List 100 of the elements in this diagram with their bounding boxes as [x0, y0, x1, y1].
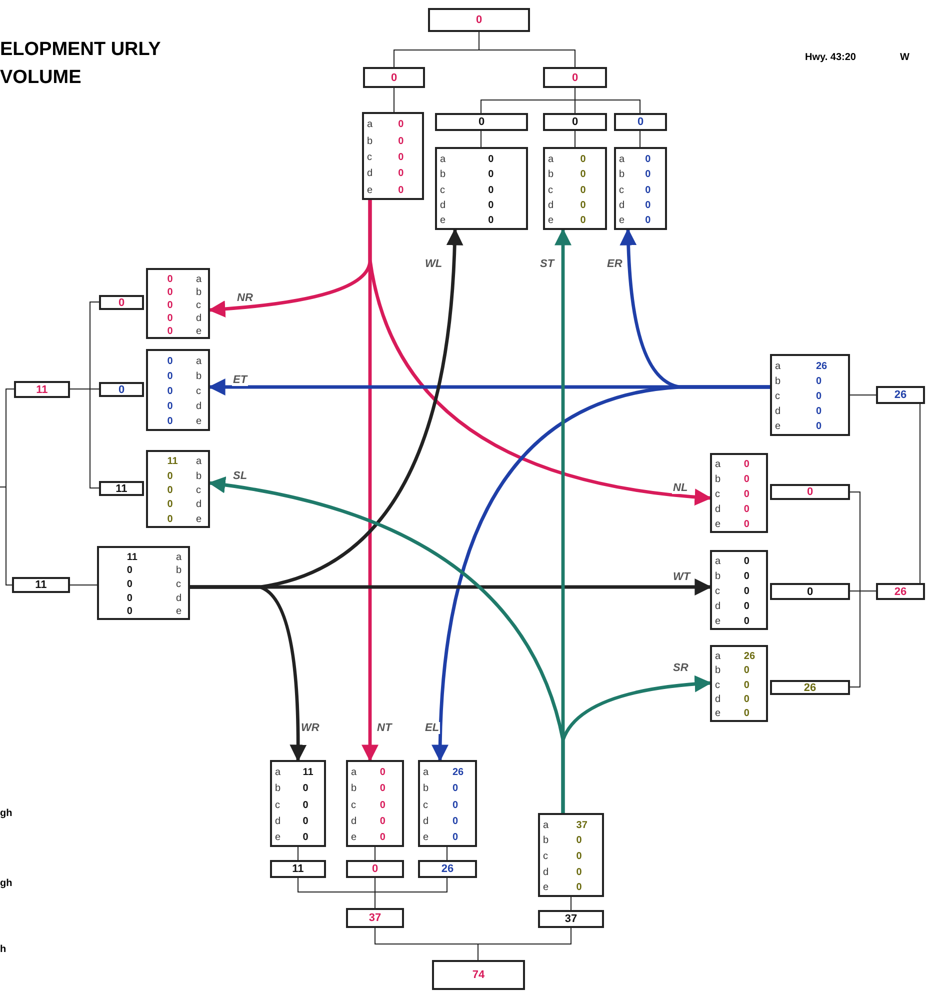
row-letter: a — [715, 555, 721, 570]
row-letter: e — [351, 830, 357, 845]
volume-value: 0 — [580, 214, 586, 228]
volume-value: 0 — [167, 272, 173, 286]
turn-arrow — [368, 200, 712, 506]
row-letter: b — [423, 782, 429, 796]
volume-value: 11 — [167, 455, 178, 470]
edge-label: NT — [376, 722, 393, 734]
edge-label: ER — [606, 258, 624, 270]
edge-label: WT — [672, 571, 692, 583]
volume-value: 37 — [576, 818, 588, 833]
connector-line — [480, 130, 482, 148]
volume-value: 0 — [816, 374, 822, 389]
row-letter: e — [715, 518, 721, 532]
volume-value: 0 — [126, 605, 132, 620]
volume-value: 0 — [645, 152, 651, 167]
note-text: Hwy. 43:20 — [805, 52, 856, 63]
volume-value: 0 — [488, 198, 494, 213]
row-letter: a — [196, 354, 202, 369]
row-letter: c — [440, 184, 445, 198]
row-letter: d — [367, 167, 373, 182]
volume-value: 0 — [167, 312, 173, 326]
volume-value: 0 — [645, 184, 651, 198]
edge-label: EL — [424, 722, 440, 734]
volume-value: 0 — [744, 570, 750, 584]
row-letter: a — [275, 766, 281, 780]
volume-table — [270, 760, 326, 847]
row-letter: c — [196, 484, 201, 498]
volume-table — [538, 813, 604, 897]
volume-value: 0 — [398, 118, 404, 132]
row-letter: a — [543, 818, 549, 833]
total-box: 0 — [435, 113, 528, 131]
volume-value: 0 — [452, 798, 458, 812]
volume-table — [770, 354, 850, 436]
volume-value: 0 — [488, 214, 494, 228]
edge-label: SL — [232, 470, 248, 482]
row-letter: c — [196, 385, 201, 399]
volume-value: 0 — [744, 600, 750, 614]
note-text: W — [900, 52, 910, 63]
row-letter: e — [367, 184, 373, 198]
row-letter: a — [351, 766, 357, 780]
edge-label: ET — [232, 374, 248, 386]
row-letter: b — [619, 168, 625, 182]
row-letter: e — [715, 706, 721, 721]
total-box: 0 — [614, 113, 667, 131]
row-letter: a — [548, 152, 554, 167]
connector-line — [850, 394, 876, 396]
row-letter: a — [423, 766, 429, 780]
volume-value: 0 — [167, 498, 173, 512]
row-letter: c — [548, 184, 553, 198]
row-letter: e — [548, 214, 554, 228]
volume-table — [146, 268, 210, 339]
volume-value: 0 — [645, 214, 651, 228]
row-letter: b — [196, 286, 202, 300]
volume-value: 0 — [580, 152, 586, 167]
row-letter: e — [775, 420, 781, 434]
volume-table — [146, 450, 210, 528]
row-letter: e — [176, 605, 182, 620]
row-letter: c — [775, 390, 780, 404]
connector-line — [70, 388, 100, 488]
volume-table — [543, 147, 607, 230]
volume-value: 0 — [645, 168, 651, 182]
volume-value: 26 — [452, 766, 464, 780]
volume-value: 0 — [167, 354, 173, 369]
total-box: 26 — [418, 860, 477, 878]
row-letter: e — [196, 512, 202, 527]
row-letter: b — [196, 370, 202, 384]
volume-value: 0 — [167, 484, 173, 498]
total-box: 11 — [270, 860, 326, 878]
volume-table — [710, 453, 768, 533]
volume-value: 11 — [302, 766, 314, 780]
turn-arrow — [190, 585, 307, 762]
connector-line — [374, 878, 448, 908]
volume-value: 0 — [167, 400, 173, 414]
row-letter: d — [715, 502, 721, 517]
row-letter: d — [423, 814, 429, 829]
connector-line — [574, 88, 640, 114]
row-letter: c — [176, 578, 181, 592]
row-letter: c — [423, 798, 428, 812]
volume-table — [362, 112, 424, 200]
volume-value: 26 — [744, 650, 756, 664]
total-box: 26 — [876, 583, 925, 600]
volume-value: 0 — [645, 198, 651, 213]
row-letter: b — [715, 664, 721, 678]
total-box: 0 — [770, 484, 850, 500]
volume-value: 0 — [816, 420, 822, 434]
row-letter: e — [196, 324, 202, 338]
volume-value: 0 — [744, 585, 750, 599]
connector-line — [850, 590, 876, 688]
volume-table — [346, 760, 404, 847]
row-letter: b — [440, 168, 446, 182]
row-letter: e — [275, 830, 281, 845]
volume-value: 0 — [576, 834, 582, 848]
volume-value: 0 — [398, 184, 404, 198]
row-letter: d — [275, 814, 281, 829]
row-letter: e — [423, 830, 429, 845]
row-letter: b — [275, 782, 281, 796]
volume-value: 0 — [452, 782, 458, 796]
volume-value: 0 — [744, 502, 750, 517]
row-letter: d — [619, 198, 625, 213]
